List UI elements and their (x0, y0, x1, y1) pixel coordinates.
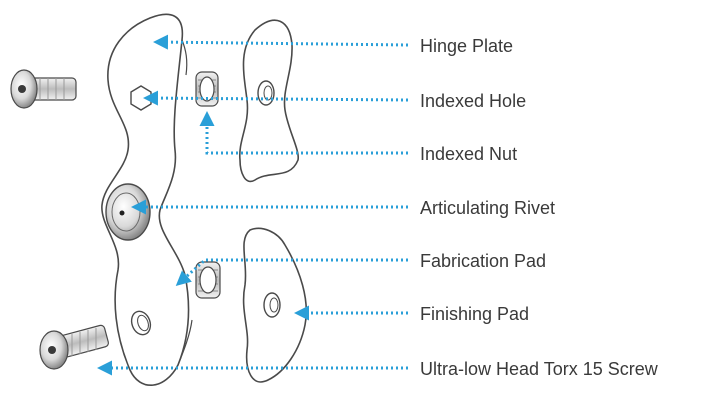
label-torx-screw: Ultra-low Head Torx 15 Screw (420, 360, 658, 378)
indexed-nut-top (196, 72, 218, 106)
screw-top-icon (11, 70, 76, 108)
label-fabrication-pad: Fabrication Pad (420, 252, 546, 270)
label-articulating-rivet: Articulating Rivet (420, 199, 555, 217)
screw-bottom-icon (40, 324, 109, 369)
indexed-nut-bottom (196, 262, 220, 298)
label-indexed-nut: Indexed Nut (420, 145, 517, 163)
label-finishing-pad: Finishing Pad (420, 305, 529, 323)
label-indexed-hole: Indexed Hole (420, 92, 526, 110)
leader-indexed-hole (146, 98, 408, 100)
articulating-rivet (106, 184, 150, 240)
right-hinge-plate (240, 20, 307, 382)
leader-indexed-nut (207, 114, 408, 153)
leader-hinge-plate (156, 42, 408, 45)
label-hinge-plate: Hinge Plate (420, 37, 513, 55)
